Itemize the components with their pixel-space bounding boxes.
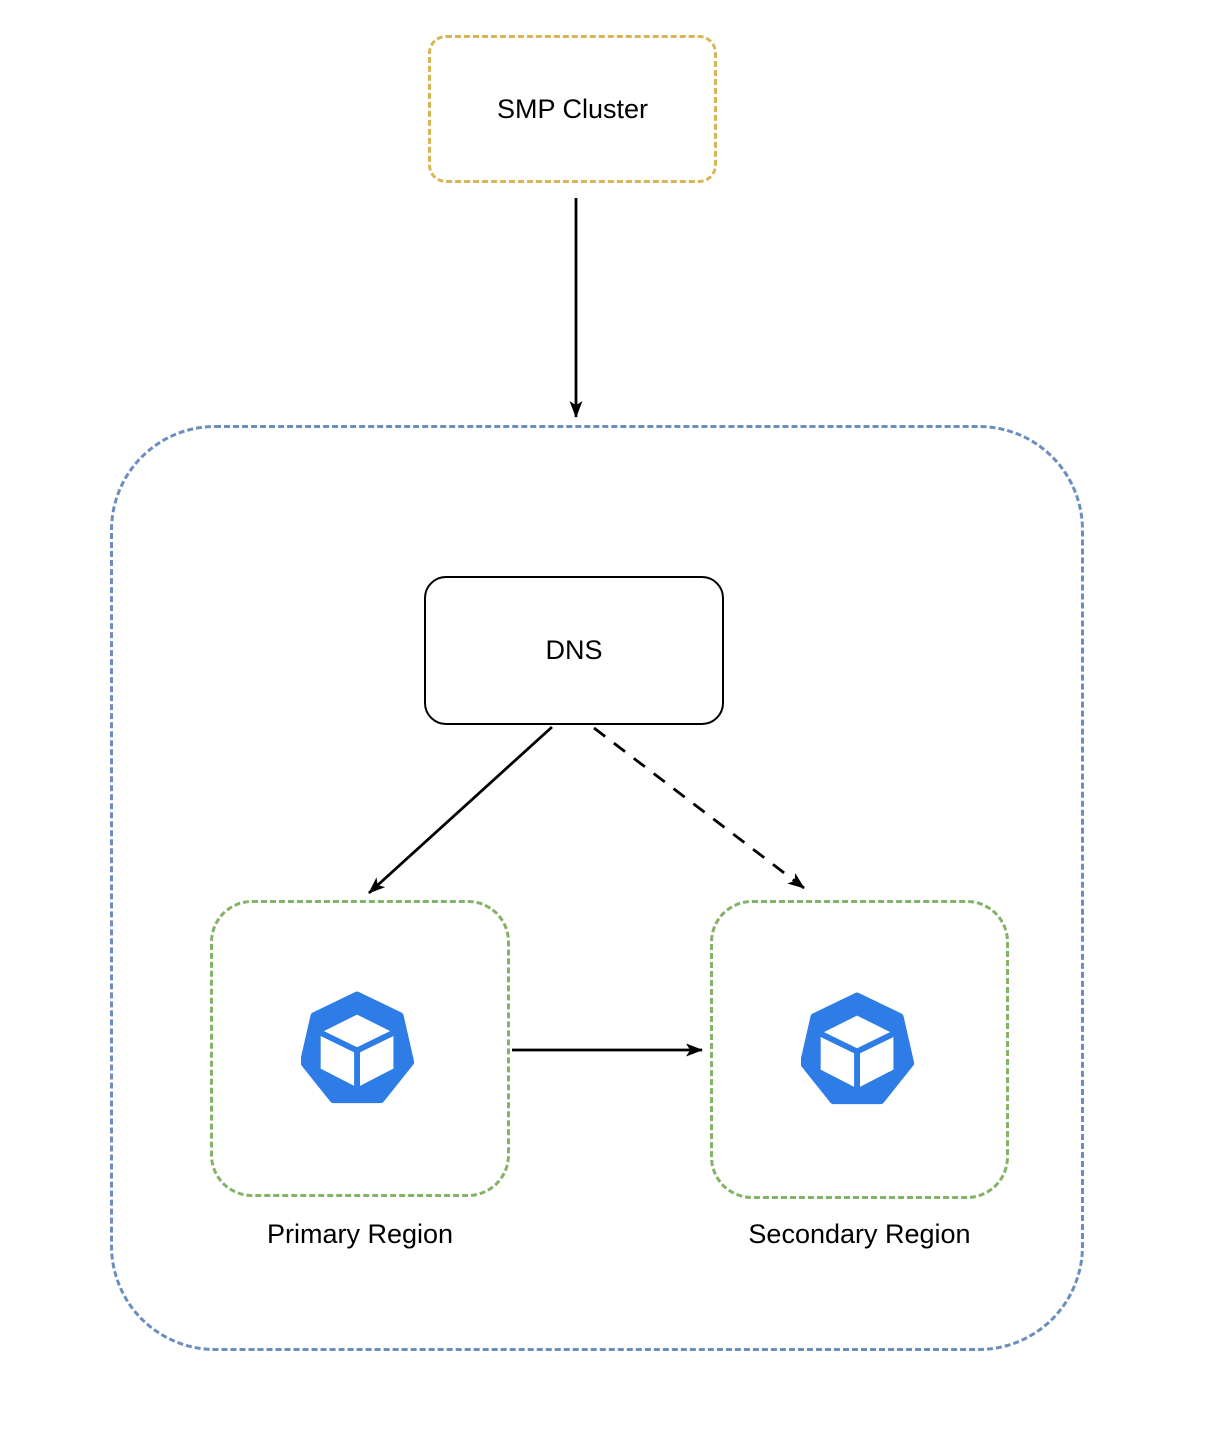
node-smp-cluster: SMP Cluster: [428, 35, 717, 183]
node-dns: DNS: [424, 576, 724, 725]
region-group-container: [110, 425, 1084, 1351]
smp-cluster-label: SMP Cluster: [496, 93, 649, 124]
node-secondary-region: [710, 900, 1009, 1199]
heptagon-cube-icon: [301, 990, 415, 1103]
node-primary-region: [210, 900, 510, 1197]
heptagon-cube-icon: [800, 991, 914, 1104]
secondary-region-label: Secondary Region: [748, 1218, 971, 1249]
primary-region-label: Primary Region: [266, 1218, 454, 1249]
dns-label: DNS: [545, 635, 603, 666]
